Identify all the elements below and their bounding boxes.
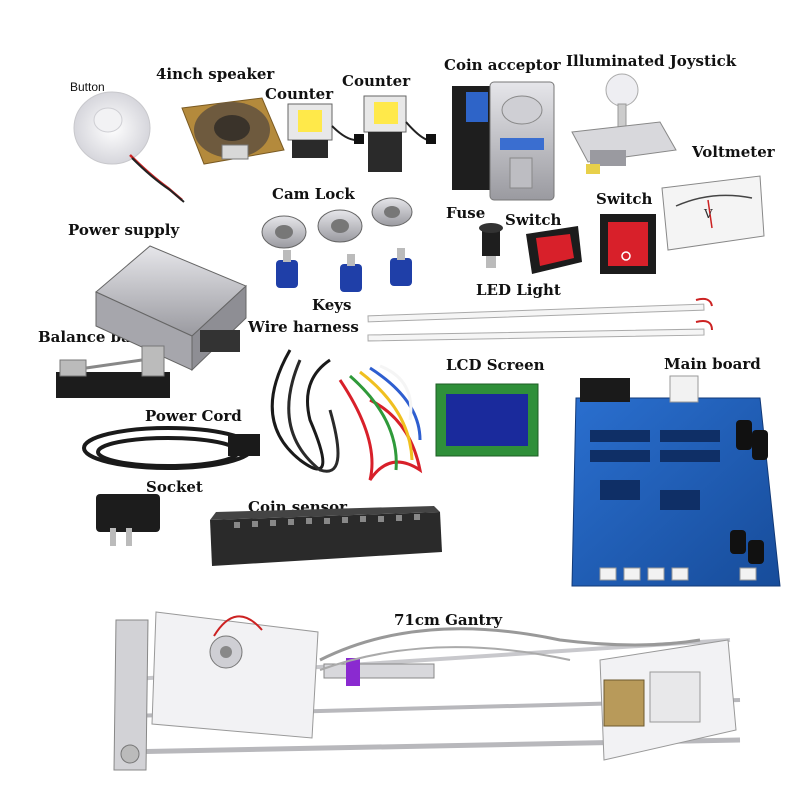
main-board-part bbox=[571, 375, 781, 587]
lcd-screen-part bbox=[435, 383, 539, 457]
label-socket: Socket bbox=[146, 478, 203, 496]
led-light-part bbox=[367, 297, 713, 342]
cam-lock-part bbox=[261, 197, 413, 249]
label-switch-2: Switch bbox=[596, 190, 653, 208]
power-supply-part bbox=[95, 245, 247, 372]
label-lcd-screen: LCD Screen bbox=[446, 356, 545, 374]
label-speaker: 4inch speaker bbox=[156, 65, 275, 83]
joystick-part bbox=[571, 73, 677, 174]
svg-text:V: V bbox=[703, 207, 713, 221]
label-fuse: Fuse bbox=[446, 204, 486, 222]
label-wire-harness: Wire harness bbox=[248, 318, 359, 336]
label-switch-1: Switch bbox=[505, 211, 562, 229]
keys-part bbox=[276, 248, 412, 292]
label-power-cord: Power Cord bbox=[145, 407, 242, 425]
label-counter-2: Counter bbox=[342, 72, 411, 90]
voltmeter-part: V bbox=[661, 175, 765, 251]
counter-1-part bbox=[287, 103, 364, 158]
label-coin-acceptor: Coin acceptor bbox=[444, 56, 561, 74]
speaker-part bbox=[181, 97, 285, 165]
switch-2-part bbox=[600, 214, 656, 274]
counter-2-part bbox=[363, 95, 436, 172]
coin-acceptor-part bbox=[452, 81, 555, 201]
label-gantry: 71cm Gantry bbox=[394, 611, 503, 629]
fuse-part bbox=[479, 223, 503, 268]
label-led-light: LED Light bbox=[476, 281, 561, 299]
wire-harness-part bbox=[270, 349, 423, 481]
label-voltmeter: Voltmeter bbox=[692, 143, 775, 161]
balance-bar-part bbox=[56, 345, 170, 398]
button-part bbox=[73, 91, 185, 203]
label-power-supply: Power supply bbox=[68, 221, 180, 239]
coin-sensor-part bbox=[210, 506, 442, 566]
gantry-part bbox=[113, 611, 741, 771]
label-main-board: Main board bbox=[664, 355, 761, 373]
label-cam-lock: Cam Lock bbox=[272, 185, 355, 203]
label-button: Button bbox=[70, 80, 105, 94]
label-keys: Keys bbox=[312, 296, 352, 314]
power-cord-part bbox=[82, 426, 260, 470]
switch-1-part bbox=[526, 226, 582, 274]
label-joystick: Illuminated Joystick bbox=[566, 52, 737, 70]
socket-part bbox=[96, 494, 160, 546]
label-counter-1: Counter bbox=[265, 85, 334, 103]
